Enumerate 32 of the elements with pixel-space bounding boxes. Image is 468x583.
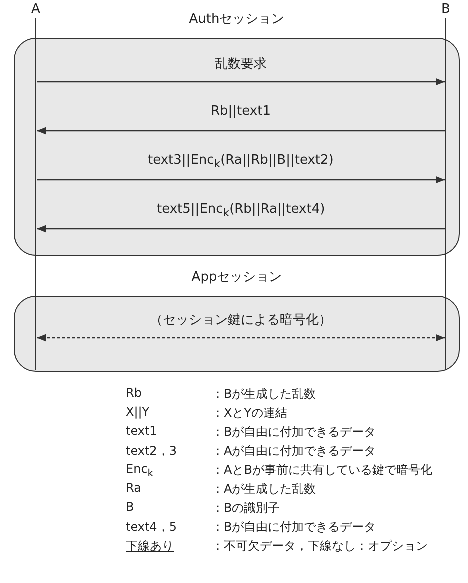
session-title: Authセッション <box>188 11 286 28</box>
lifeline-label: A <box>30 2 42 17</box>
legend-term: text4，5 <box>126 519 177 536</box>
session-title: Appセッション <box>190 269 284 286</box>
legend-definition: ：XとYの連結 <box>212 405 288 422</box>
legend-definition: ：Bが自由に付加できるデータ <box>212 519 376 536</box>
legend-definition: ：Bの識別子 <box>212 500 280 517</box>
legend-term: 下線あり <box>126 538 174 555</box>
legend-term: X||Y <box>126 405 150 419</box>
legend-term: text2，3 <box>126 443 177 460</box>
legend-term: Rb <box>126 386 142 400</box>
arrow <box>37 225 445 233</box>
legend-term: Enc$_{k}$ <box>126 462 154 480</box>
arrow <box>37 334 445 342</box>
edge-label: text5||Enc$_{k}$(Rb||Ra||text4) <box>157 202 326 220</box>
edge-label: Rb||text1 <box>211 104 271 119</box>
legend-definition: ：AとBが事前に共有している鍵で暗号化 <box>212 462 432 479</box>
edge-label: text3||Enc$_{k}$(Ra||Rb||B||text2) <box>148 153 334 171</box>
legend-definition: ：Bが自由に付加できるデータ <box>212 424 376 441</box>
legend-term: Ra <box>126 481 142 495</box>
edge-label: （セッション鍵による暗号化） <box>150 312 332 329</box>
legend-definition: ：不可欠データ，下線なし：オプション <box>212 538 428 555</box>
edge-label: 乱数要求 <box>215 56 267 73</box>
legend-definition: ：Aが生成した乱数 <box>212 481 316 498</box>
legend-term: B <box>126 500 134 514</box>
legend-definition: ：Aが自由に付加できるデータ <box>212 443 376 460</box>
lifeline-label: B <box>440 2 452 17</box>
arrow <box>37 78 445 86</box>
arrow <box>37 176 445 184</box>
legend-definition: ：Bが生成した乱数 <box>212 386 316 403</box>
arrow <box>37 127 445 135</box>
legend-term: text1 <box>126 424 158 438</box>
